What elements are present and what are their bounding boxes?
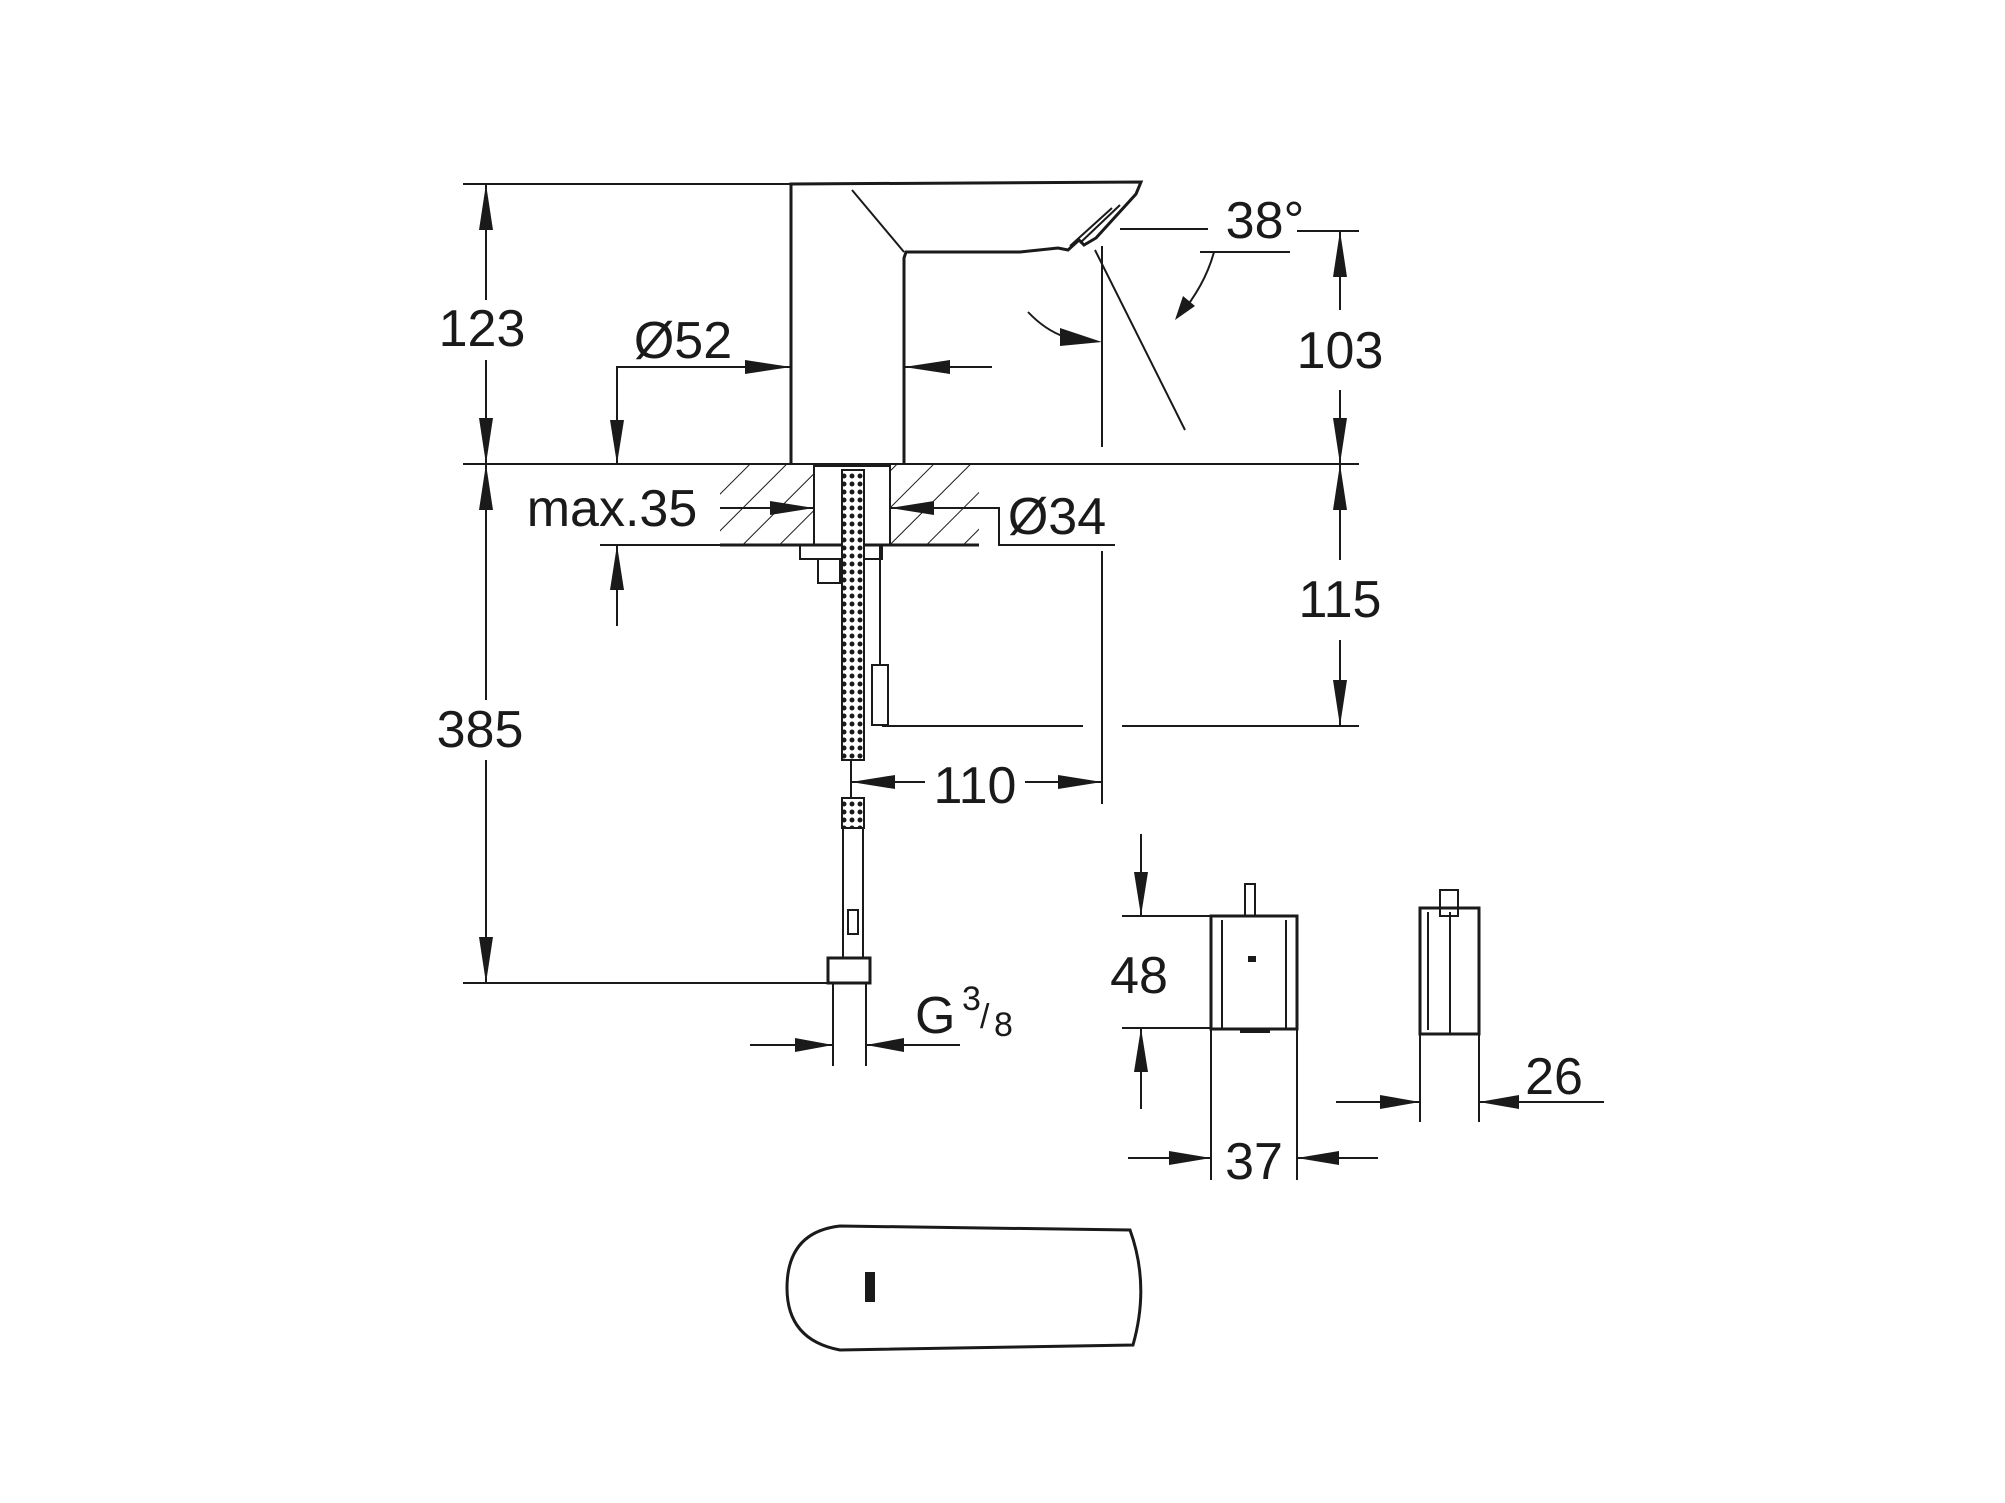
supply-hose (826, 469, 889, 985)
dim-angle-38: 38° (1226, 192, 1305, 250)
dim-connection-g: G (915, 987, 955, 1045)
dim-37: 37 (1225, 1133, 1283, 1191)
dim-115: 115 (1299, 571, 1382, 629)
faucet-side-view (789, 180, 1186, 464)
dim-connection-slash: / (980, 998, 990, 1036)
dim-connection-numerator: 3 (962, 980, 981, 1018)
dim-26: 26 (1525, 1048, 1583, 1106)
dim-diameter-34: Ø34 (1008, 488, 1106, 546)
countertop-section (720, 464, 979, 584)
reference-lines (463, 183, 1359, 984)
dim-48: 48 (1110, 947, 1168, 1005)
control-box-side (1418, 889, 1481, 1036)
control-box-front (1209, 883, 1299, 1033)
dimension-lines (479, 184, 1604, 1180)
dim-385: 385 (437, 701, 524, 759)
dim-123: 123 (439, 300, 526, 358)
faucet-top-view (785, 1224, 1143, 1352)
dim-103: 103 (1297, 322, 1384, 380)
dim-connection-denominator: 8 (994, 1006, 1013, 1044)
dim-110: 110 (934, 757, 1017, 815)
dim-diameter-52: Ø52 (634, 312, 732, 370)
dim-max-35: max.35 (527, 480, 698, 538)
